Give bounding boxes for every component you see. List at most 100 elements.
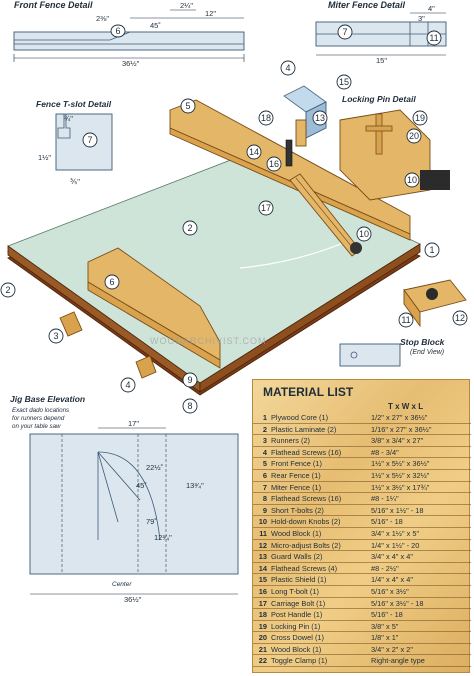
- front-fence-dim-angle: 45˚: [150, 21, 161, 30]
- part-dimensions: 3/4" x 1½" x 5": [371, 528, 420, 538]
- tslot-dim-height: 1½": [38, 153, 51, 162]
- part-name: Post Handle (1): [271, 610, 323, 620]
- part-name: Wood Block (1): [271, 528, 322, 538]
- stop-block-detail: 11 12 Stop Block (End View): [339, 279, 468, 367]
- locking-pin-detail: Locking Pin Detail 19 20 10: [339, 94, 450, 201]
- part-dimensions: #8 - 2½": [371, 563, 399, 573]
- callout-20: 20: [409, 131, 419, 141]
- jig-dim-angle-79: 79˚: [146, 517, 157, 526]
- jig-dim-height: 13³⁄₄": [186, 481, 204, 490]
- front-fence-dim-rise: 2¼": [180, 1, 193, 10]
- part-name: Flathead Screws (16): [271, 494, 342, 504]
- part-name: Miter Fence (1): [271, 482, 322, 492]
- part-dimensions: 1½" x 5½" x 36½": [371, 459, 430, 469]
- locking-pin-detail-title: Locking Pin Detail: [342, 94, 416, 104]
- part-name: Flathead Screws (16): [271, 447, 342, 457]
- callout-10-pin: 10: [407, 175, 417, 185]
- part-number: 14: [258, 563, 267, 573]
- jig-note-line-3: on your table saw: [12, 423, 61, 430]
- part-name: Toggle Clamp (1): [271, 656, 328, 666]
- part-dimensions: 1½" x 5½" x 32½": [371, 470, 430, 480]
- callout-16: 16: [269, 159, 279, 169]
- part-number: 9: [262, 505, 267, 515]
- jig-dim-offset: 12³⁄₄": [154, 533, 172, 542]
- part-dimensions: 3/8" x 5": [371, 621, 399, 631]
- material-list-title: MATERIAL LIST: [263, 385, 354, 399]
- front-fence-detail: Front Fence Detail 2⅜" 2¼" 12" 45˚ 36½" …: [13, 0, 245, 68]
- callout-7-tslot: 7: [87, 135, 92, 145]
- callout-11-stop: 11: [401, 315, 410, 325]
- part-name: Rear Fence (1): [271, 470, 321, 480]
- part-dimensions: 5/16" x 1½" - 18: [371, 505, 424, 515]
- callout-9: 9: [187, 375, 192, 385]
- callout-6-front: 6: [115, 26, 120, 36]
- front-fence-dim-length: 36½": [122, 59, 140, 68]
- part-number: 19: [258, 621, 267, 631]
- stop-block-end-view: [339, 343, 401, 367]
- front-fence-dim-taper: 12": [205, 9, 216, 18]
- part-dimensions: 3/4" x 4" x 4": [371, 552, 413, 562]
- part-name: Locking Pin (1): [271, 621, 321, 631]
- part-name: Front Fence (1): [271, 459, 322, 469]
- material-row: 6 Rear Fence (1) 1½" x 5½" x 32½": [253, 470, 471, 482]
- part-dimensions: Right-angle type: [371, 656, 425, 666]
- jig-note-line-1: Exact dado locations: [12, 407, 69, 414]
- part-number: 10: [258, 517, 267, 527]
- part-name: Wood Block (1): [271, 644, 322, 654]
- front-fence-drawing: [13, 31, 245, 51]
- part-dimensions: 3/8" x 3/4" x 27": [371, 436, 424, 446]
- part-dimensions: 5/16" - 18: [371, 517, 403, 527]
- jig-dim-angle-45: 45˚: [136, 481, 147, 490]
- stop-block-subtitle: (End View): [410, 349, 444, 356]
- callout-4-screw: 4: [125, 380, 130, 390]
- callout-11-miter: 11: [429, 33, 438, 43]
- material-row: 18 Post Handle (1) 5/16" - 18: [253, 609, 471, 621]
- part-number: 18: [258, 610, 267, 620]
- part-number: 5: [262, 459, 267, 469]
- part-dimensions: 5/16" - 18: [371, 610, 403, 620]
- callout-7-miter: 7: [342, 27, 347, 37]
- part-number: 21: [258, 644, 267, 654]
- part-name: Plywood Core (1): [271, 413, 329, 422]
- miter-fence-dim-slot: 3": [418, 14, 425, 23]
- callout-12: 12: [455, 313, 465, 323]
- part-number: 11: [259, 528, 267, 538]
- callout-8: 8: [187, 401, 192, 411]
- callout-13: 13: [315, 113, 325, 123]
- part-number: 6: [262, 470, 267, 480]
- part-name: Short T-bolts (2): [271, 505, 324, 515]
- callout-2-base: 2: [187, 223, 192, 233]
- jig-base-elevation: Jig Base Elevation Exact dado locations …: [10, 394, 239, 604]
- callout-19: 19: [415, 113, 425, 123]
- jig-dim-angle-22: 22½˚: [146, 463, 163, 472]
- callout-5: 5: [185, 101, 190, 111]
- callout-18: 18: [261, 113, 271, 123]
- jig-base-elevation-title: Jig Base Elevation: [10, 394, 85, 404]
- part-number: 8: [262, 494, 267, 504]
- main-assembly: 1 2 2 3 4 4 5 6 7 8 9 10 13 14 15 16 17 …: [0, 60, 440, 414]
- part-name: Hold-down Knobs (2): [271, 517, 341, 527]
- jig-dim-length: 36½": [124, 595, 142, 604]
- front-fence-detail-title: Front Fence Detail: [14, 0, 93, 10]
- part-number: 13: [258, 552, 267, 562]
- part-dimensions: 1/8" x 1": [371, 633, 399, 643]
- part-number: 2: [262, 424, 267, 434]
- jig-note-line-2: for runners depend: [12, 415, 65, 422]
- material-row: 19 Locking Pin (1) 3/8" x 5": [253, 621, 471, 633]
- miter-fence-detail: Miter Fence Detail 4" 3" 15" 7 11: [315, 0, 447, 65]
- fence-tslot-detail-title: Fence T-slot Detail: [36, 99, 112, 109]
- callout-17: 17: [261, 203, 271, 213]
